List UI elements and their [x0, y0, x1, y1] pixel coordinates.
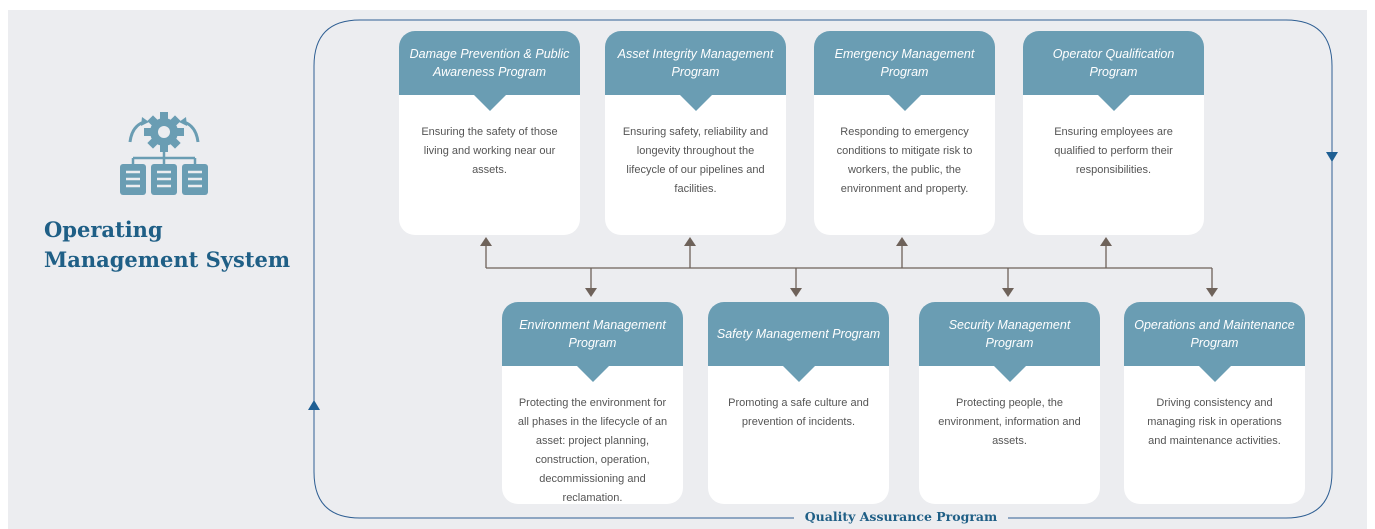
arrow-down-icon	[1002, 288, 1014, 297]
program-title: Environment Management Program	[519, 318, 666, 350]
program-card-header: Damage Prevention & Public Awareness Pro…	[399, 31, 580, 111]
gear-org-chart-icon	[120, 112, 208, 195]
program-title: Emergency Management Program	[834, 47, 975, 79]
program-card-asset-integrity: Asset Integrity Management Program Ensur…	[605, 31, 786, 235]
program-card-safety-management: Safety Management Program Promoting a sa…	[708, 302, 889, 504]
program-card-header: Operations and Maintenance Program	[1124, 302, 1305, 382]
arrow-up-icon	[480, 237, 492, 246]
program-card-header: Safety Management Program	[708, 302, 889, 382]
program-card-damage-prevention: Damage Prevention & Public Awareness Pro…	[399, 31, 580, 235]
program-description: Protecting the environment for all phase…	[517, 397, 668, 504]
program-description: Protecting people, the environment, info…	[938, 397, 1081, 447]
program-title: Security Management Program	[948, 318, 1071, 350]
program-title: Safety Management Program	[716, 327, 881, 341]
program-card-emergency-management: Emergency Management Program Responding …	[814, 31, 995, 235]
program-title: Damage Prevention & Public Awareness Pro…	[409, 47, 570, 79]
program-title: Operator Qualification Program	[1052, 47, 1175, 79]
arrow-down-icon	[790, 288, 802, 297]
program-description: Promoting a safe culture and prevention …	[728, 397, 869, 428]
program-card-security-management: Security Management Program Protecting p…	[919, 302, 1100, 504]
system-title: Operating Management System	[44, 217, 291, 272]
program-card-environment-management: Environment Management Program Protectin…	[502, 302, 683, 504]
program-title: Operations and Maintenance Program	[1134, 318, 1295, 350]
program-card-header: Security Management Program	[919, 302, 1100, 382]
program-description: Driving consistency and managing risk in…	[1147, 397, 1282, 447]
loop-arrow-up-icon	[308, 400, 320, 410]
quality-assurance-loop	[313, 19, 1333, 519]
program-card-header: Asset Integrity Management Program	[605, 31, 786, 111]
arrow-up-icon	[684, 237, 696, 246]
program-card-operator-qualification: Operator Qualification Program Ensuring …	[1023, 31, 1204, 235]
program-description: Ensuring safety, reliability and longevi…	[622, 126, 769, 195]
program-card-header: Operator Qualification Program	[1023, 31, 1204, 111]
arrow-down-icon	[1206, 288, 1218, 297]
program-card-operations-maintenance: Operations and Maintenance Program Drivi…	[1124, 302, 1305, 504]
program-description: Responding to emergency conditions to mi…	[836, 126, 973, 195]
program-description: Ensuring employees are qualified to perf…	[1054, 126, 1173, 176]
loop-arrow-down-icon	[1326, 152, 1338, 162]
program-card-header: Environment Management Program	[502, 302, 683, 382]
arrow-down-icon	[585, 288, 597, 297]
program-title: Asset Integrity Management Program	[617, 47, 774, 79]
program-description: Ensuring the safety of those living and …	[421, 126, 558, 176]
quality-assurance-label: Quality Assurance Program	[794, 508, 1008, 526]
arrow-up-icon	[896, 237, 908, 246]
program-card-header: Emergency Management Program	[814, 31, 995, 111]
arrow-up-icon	[1100, 237, 1112, 246]
